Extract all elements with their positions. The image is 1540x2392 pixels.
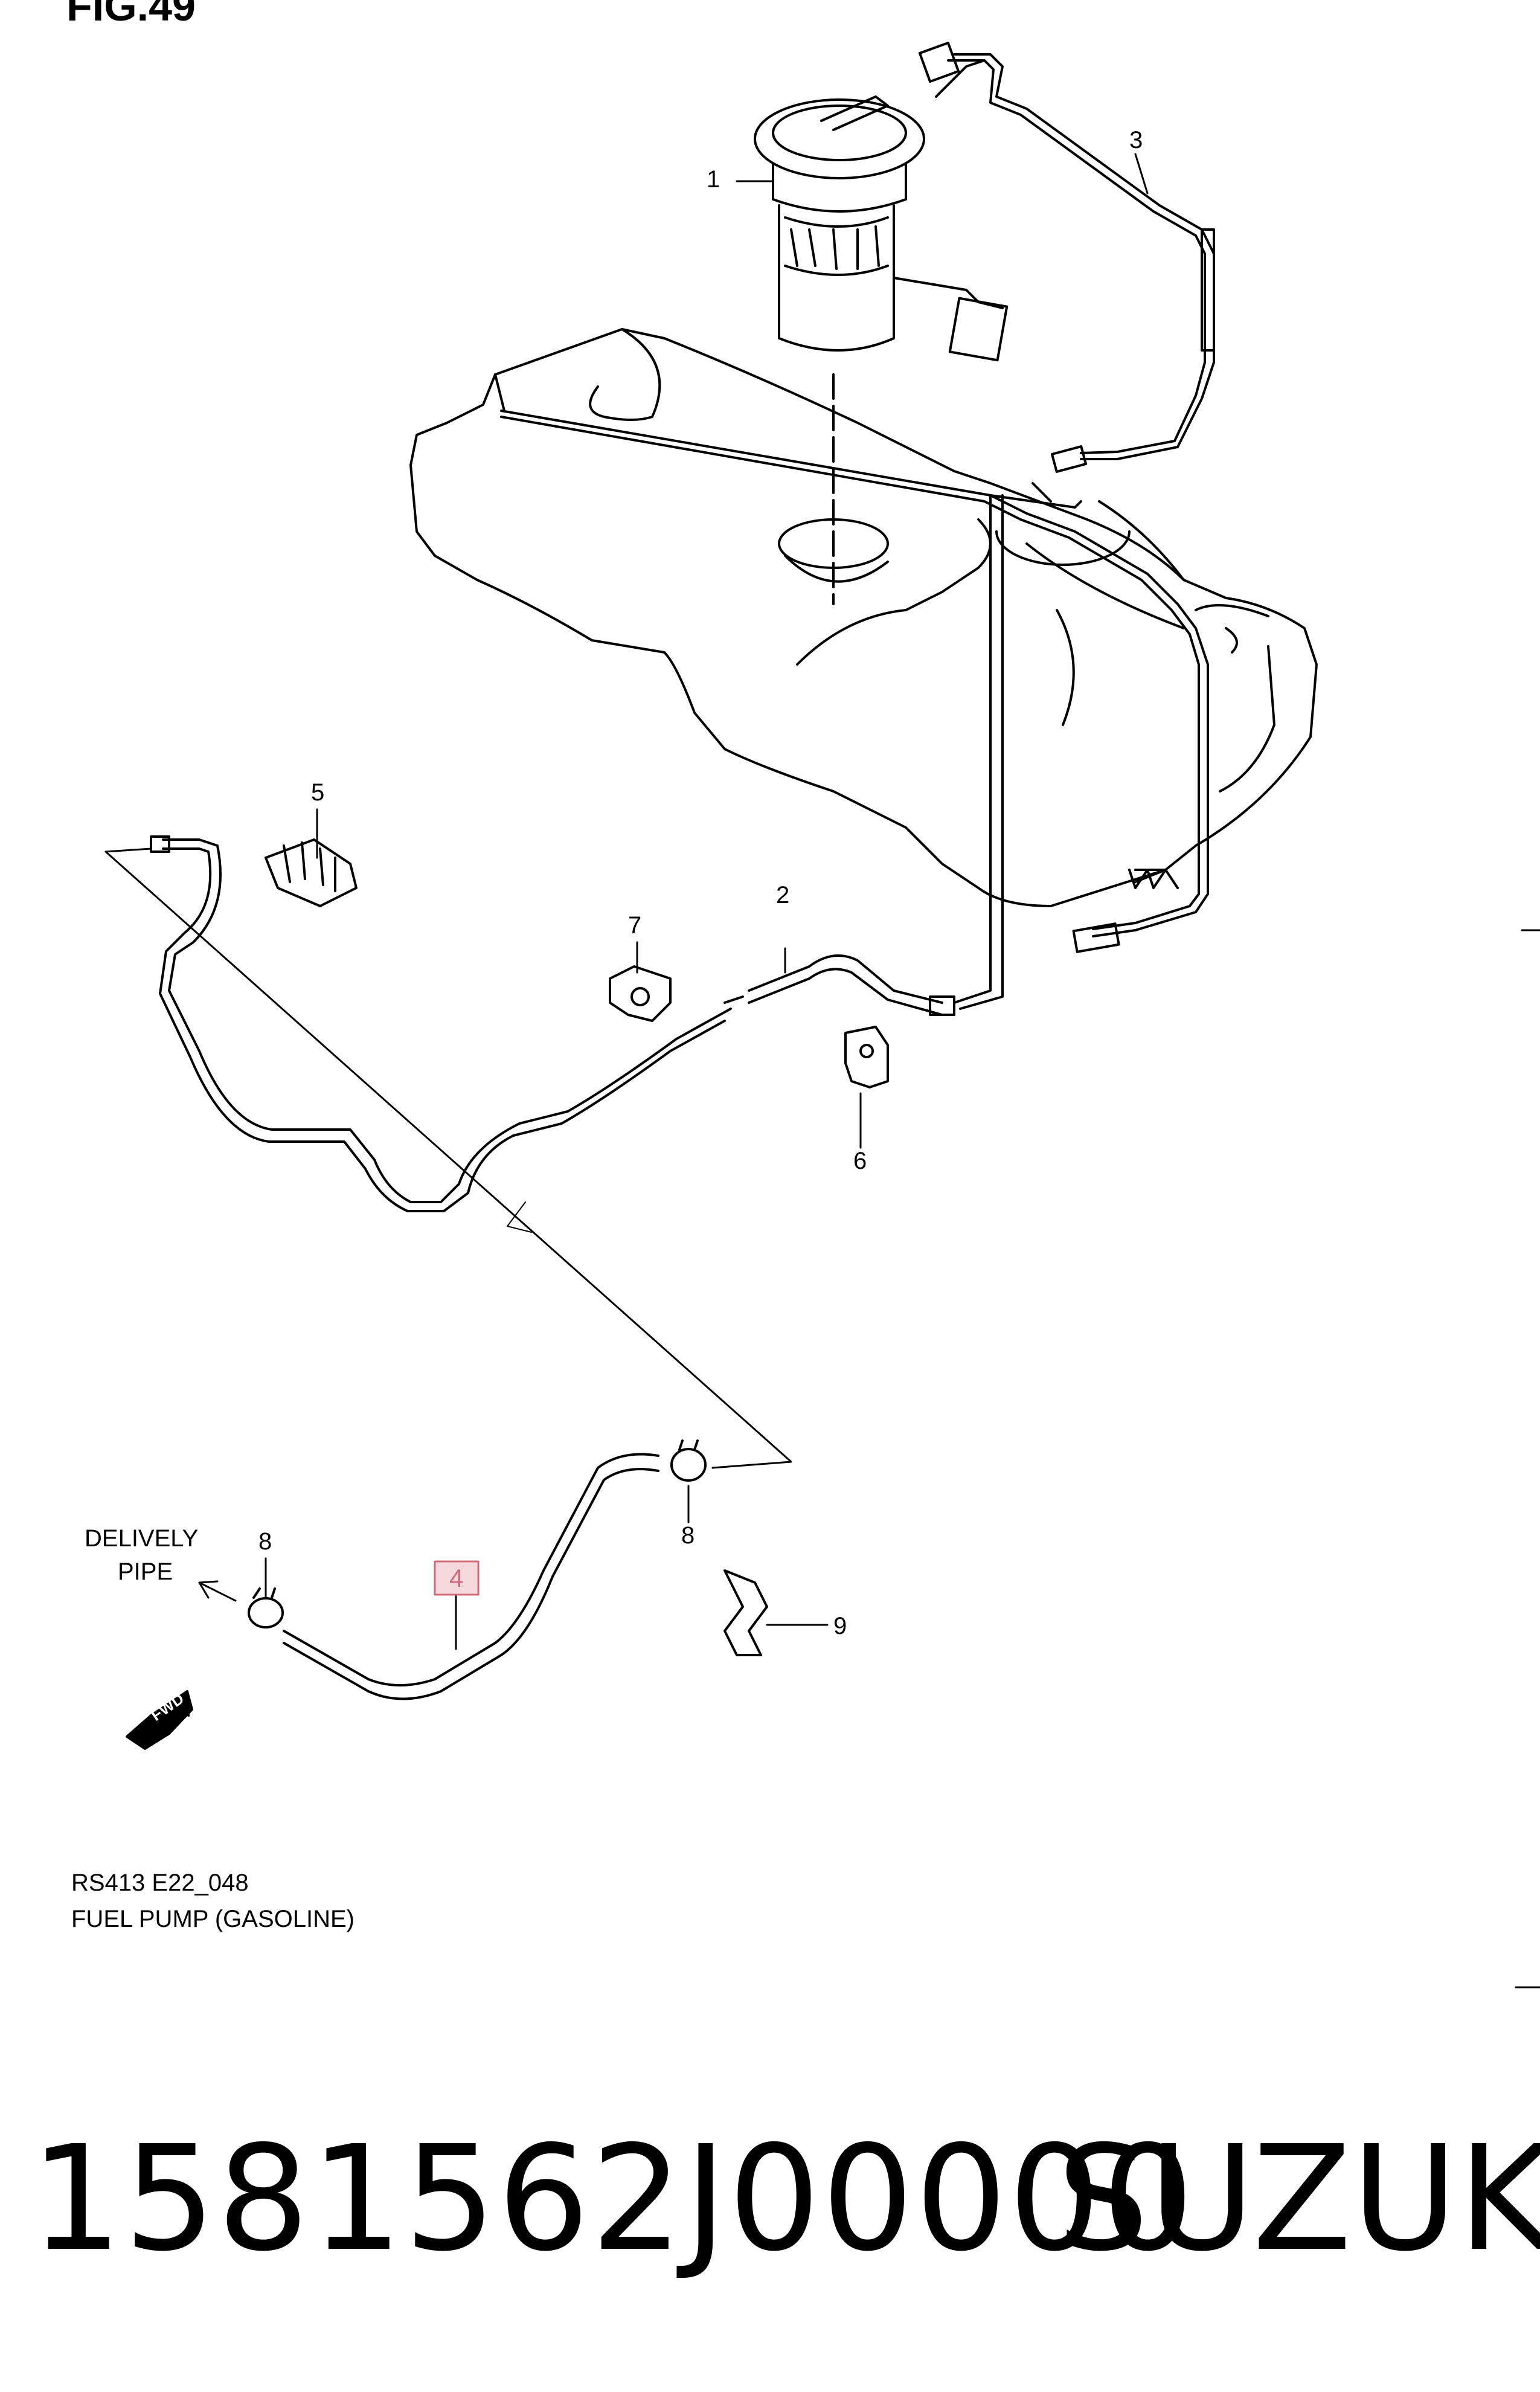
callout-4-highlight (434, 1560, 480, 1596)
callout-2: 2 (776, 882, 789, 908)
diagram-title: FUEL PUMP (GASOLINE) (71, 1906, 355, 1932)
callout-7: 7 (628, 912, 641, 939)
delivery-pipe-label-line2: PIPE (118, 1558, 173, 1585)
fuel-pump-assembly (754, 41, 1009, 362)
wiring-harness (947, 53, 1215, 473)
clip-7 (609, 965, 672, 1022)
clamp-8-right (670, 1439, 707, 1482)
delivery-pipe-label-line1: DELIVELY (85, 1525, 198, 1552)
clip-9 (723, 1569, 768, 1656)
callout-1: 1 (707, 166, 720, 193)
clip-5 (265, 838, 358, 907)
clip-6 (844, 1026, 889, 1088)
fuel-pipe-2 (150, 835, 955, 1212)
callout-8-right: 8 (681, 1522, 695, 1549)
callout-3: 3 (1129, 127, 1143, 153)
figure-label: FIG.49 (66, 0, 196, 30)
callout-5: 5 (311, 779, 324, 806)
callout-8-left: 8 (258, 1528, 272, 1555)
tank-lines (500, 373, 1209, 1010)
fwd-arrow-icon: FWD (126, 1689, 193, 1750)
callout-4: 4 (449, 1564, 463, 1592)
brand-name: SUZUKI (1057, 2114, 1540, 2283)
fuel-tank (409, 328, 1318, 907)
callout-9: 9 (833, 1613, 847, 1639)
fuel-hose-4 (283, 1453, 659, 1700)
parts-diagram: FWD 1 2 3 4 5 6 7 8 8 9 DELIVELY PIPE RS… (71, 41, 1540, 1989)
leader-lines (104, 153, 1149, 1650)
callout-6: 6 (853, 1148, 867, 1174)
diagram-code: RS413 E22_048 (71, 1870, 249, 1896)
footer (0, 1993, 1540, 2392)
part-number: 1581562J00000 (30, 2114, 1196, 2283)
